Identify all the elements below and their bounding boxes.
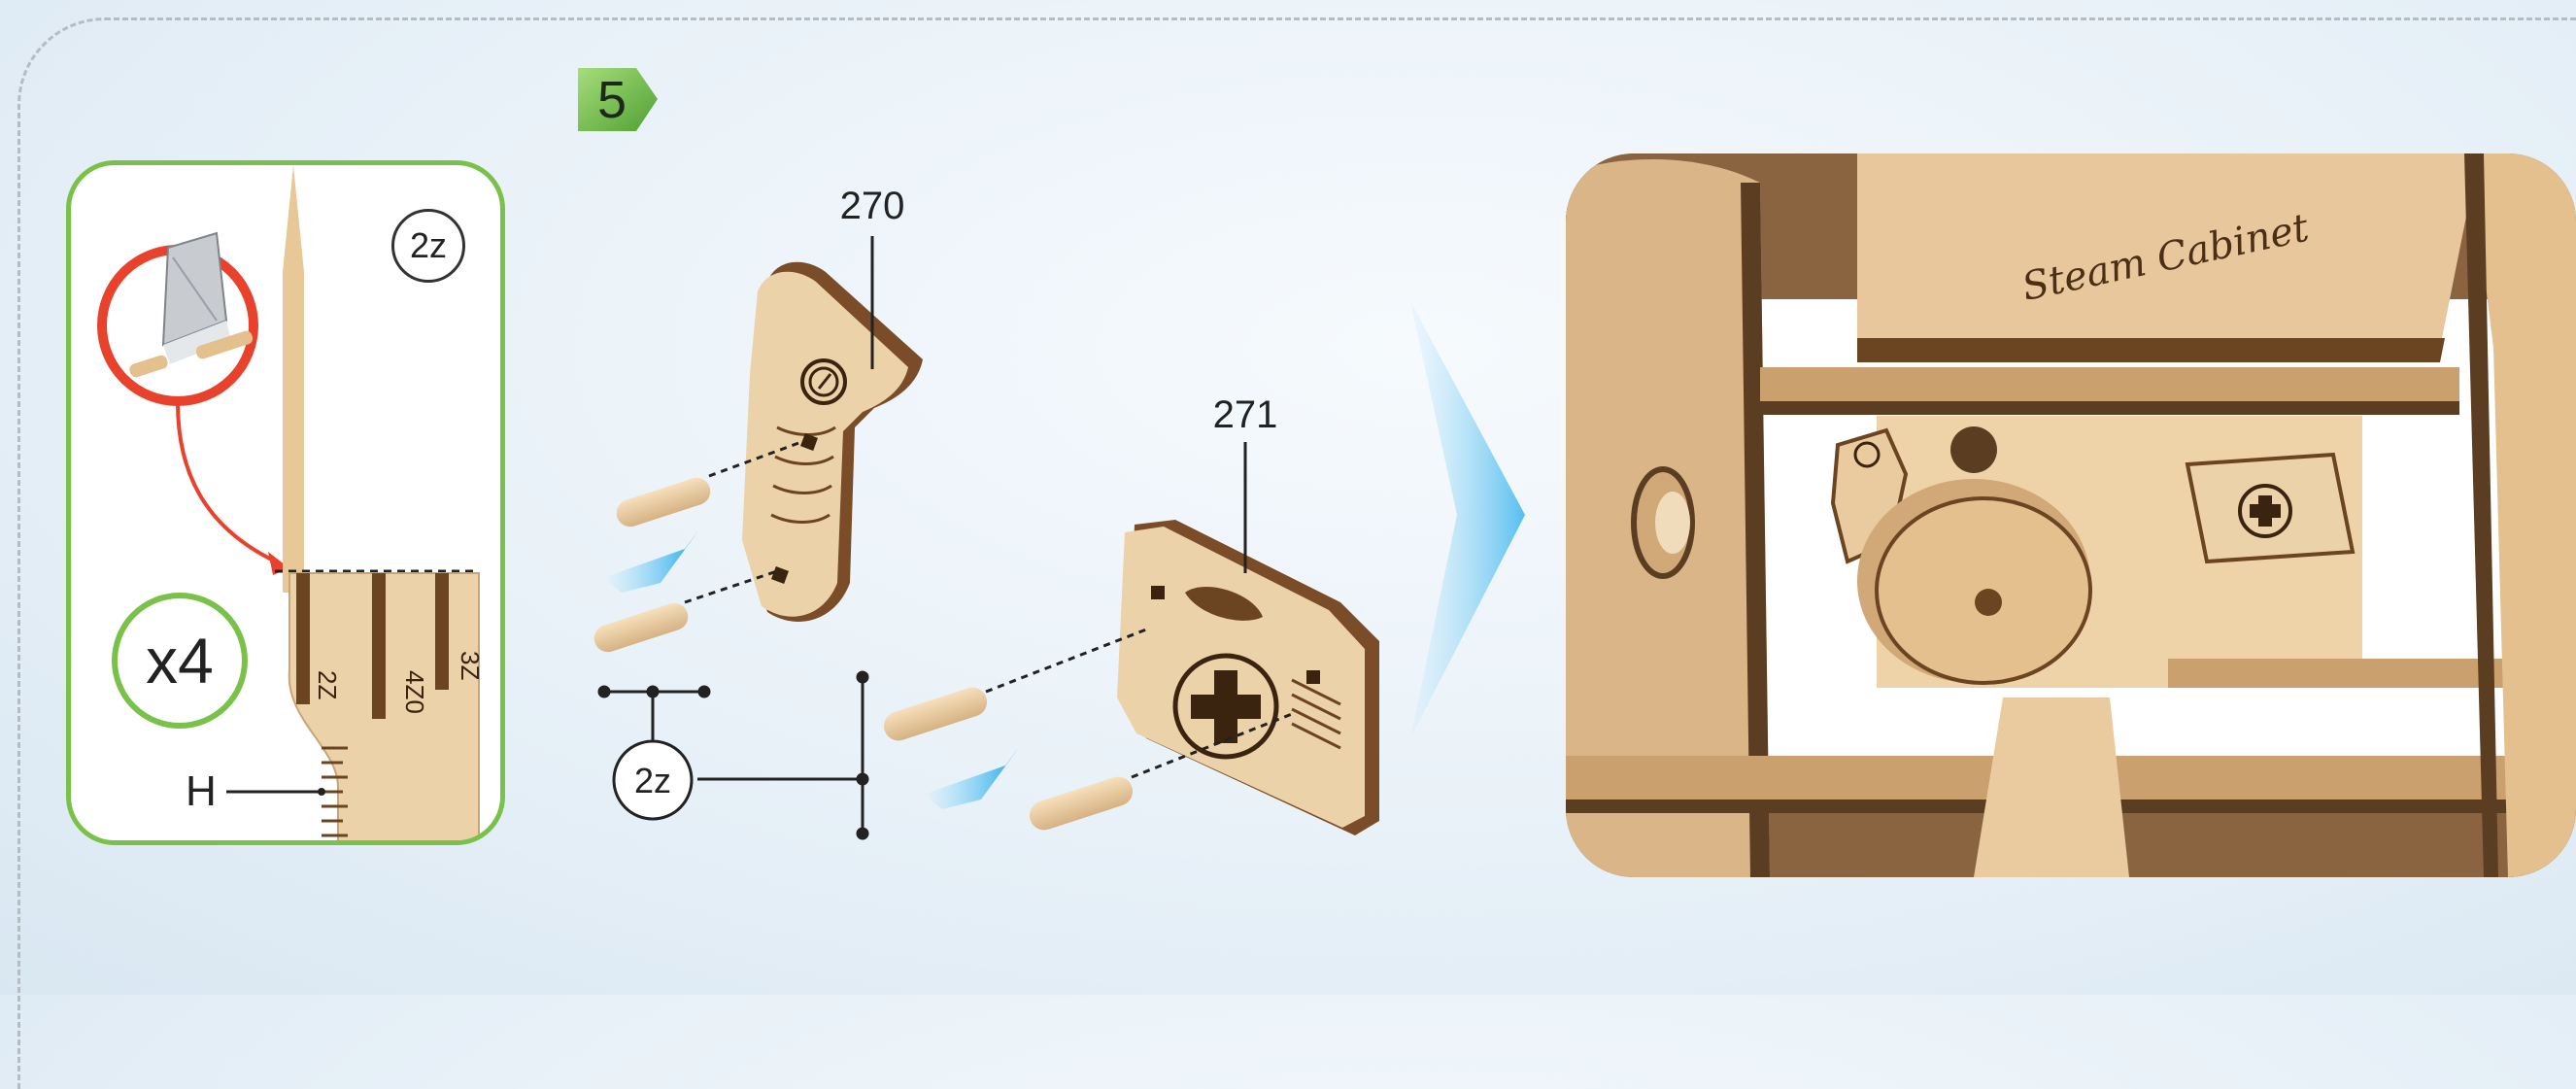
part-270-label: 270 xyxy=(840,185,905,227)
part-271 xyxy=(1117,520,1379,835)
insert-arrow-icon xyxy=(602,529,699,593)
part-270 xyxy=(742,262,923,622)
dowel-pair-bracket xyxy=(599,672,867,838)
dowel-upper-271 xyxy=(880,684,991,745)
assembly-diagram: 270 2z xyxy=(0,0,1554,995)
part-271-label: 271 xyxy=(1213,393,1278,436)
dowel-lower-271 xyxy=(1026,773,1136,834)
dowel-lower xyxy=(591,599,692,656)
assembled-photo: Steam Cabinet xyxy=(1566,153,2576,877)
assembly-dowel-label: 2z xyxy=(634,761,671,800)
next-arrow-icon xyxy=(1410,301,1525,738)
dowel-upper xyxy=(613,474,714,530)
insert-arrow-icon xyxy=(923,746,1020,809)
